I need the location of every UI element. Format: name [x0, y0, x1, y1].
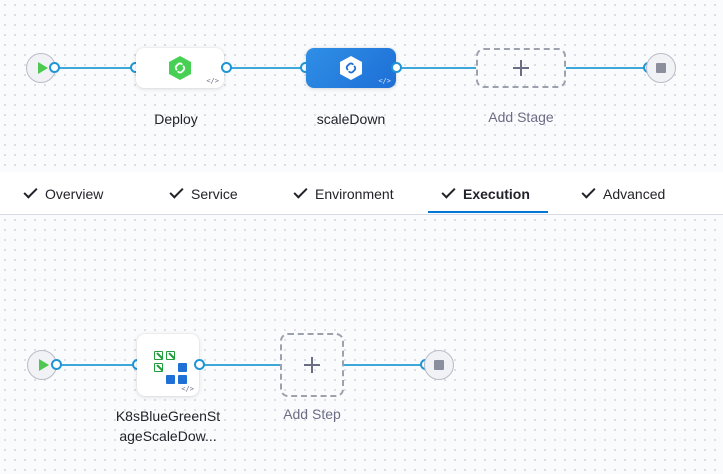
tab-execution[interactable]: Execution — [441, 172, 530, 215]
play-icon — [38, 359, 49, 371]
tab-service[interactable]: Service — [169, 172, 238, 215]
check-icon — [23, 184, 38, 199]
cell — [166, 351, 175, 360]
connector-port — [49, 62, 60, 73]
step-label-line: ageScaleDow... — [119, 428, 217, 444]
cell — [178, 375, 187, 384]
tab-label: Service — [191, 185, 238, 202]
connector-port — [51, 359, 62, 370]
add-stage-button[interactable] — [476, 48, 566, 88]
connector-port — [194, 359, 205, 370]
check-icon — [169, 184, 184, 199]
connector-line — [396, 67, 476, 69]
deploy-stage-icon — [169, 56, 191, 80]
plus-icon — [513, 60, 529, 76]
code-icon: </> — [206, 77, 219, 85]
connector-line — [343, 364, 425, 366]
tab-overview[interactable]: Overview — [23, 172, 104, 215]
check-icon — [581, 184, 596, 199]
cell — [154, 363, 163, 372]
connector-line — [56, 364, 138, 366]
add-stage-label: Add Stage — [488, 109, 554, 125]
tab-label: Overview — [45, 185, 104, 202]
connector-line — [199, 364, 281, 366]
stage-node-deploy[interactable]: </> — [136, 48, 224, 88]
check-icon — [441, 184, 456, 199]
deploy-stage-icon — [340, 56, 362, 80]
add-step-button[interactable] — [280, 333, 344, 397]
tab-environment[interactable]: Environment — [293, 172, 394, 215]
tab-label: Environment — [315, 185, 394, 202]
plus-icon — [304, 357, 320, 373]
cell — [166, 375, 175, 384]
connector-port — [391, 62, 402, 73]
execution-end-node — [424, 350, 454, 380]
cell — [154, 351, 163, 360]
stage-node-scaledown[interactable]: </> — [306, 48, 396, 88]
stage-label-deploy: Deploy — [154, 111, 198, 127]
step-label-line: K8sBlueGreenSt — [115, 408, 221, 424]
connector-line — [566, 67, 648, 69]
k8s-bluegreen-scale-down-icon — [150, 347, 187, 384]
check-icon — [293, 184, 308, 199]
code-icon: </> — [378, 77, 391, 85]
tab-label: Advanced — [603, 185, 666, 202]
connector-line — [55, 67, 137, 69]
connector-line — [226, 67, 306, 69]
step-label-k8s-bluegreen-scale-down: K8sBlueGreenSt ageScaleDow... — [103, 406, 233, 446]
execution-canvas — [0, 215, 723, 474]
tab-label: Execution — [463, 185, 530, 202]
pipeline-end-node — [646, 53, 676, 83]
cell — [178, 363, 187, 372]
stage-label-scaledown: scaleDown — [316, 111, 386, 127]
stop-icon — [656, 63, 666, 73]
play-icon — [37, 62, 48, 74]
active-tab-indicator — [428, 211, 548, 213]
stage-tabs: Overview Service Environment Execution A… — [0, 172, 723, 215]
code-icon: </> — [181, 385, 194, 393]
add-step-label: Add Step — [283, 406, 341, 422]
stop-icon — [434, 360, 444, 370]
step-node-k8s-bluegreen-scale-down[interactable]: </> — [137, 334, 199, 396]
tab-advanced[interactable]: Advanced — [581, 172, 666, 215]
connector-port — [221, 62, 232, 73]
